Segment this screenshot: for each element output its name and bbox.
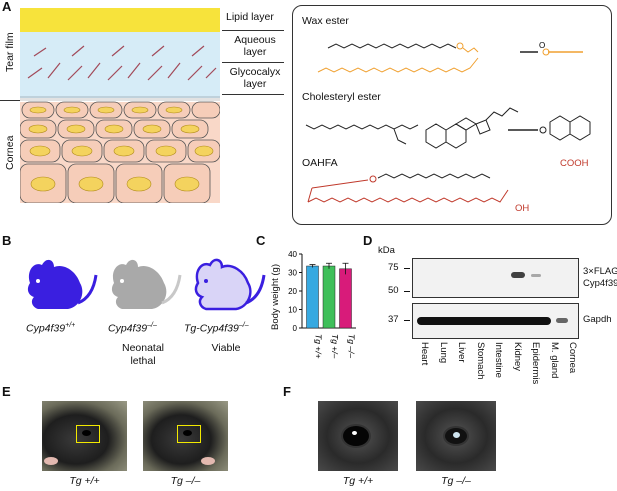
photo-f-label-2: Tg –/– (441, 475, 471, 487)
tissue-label: Cornea (567, 342, 578, 374)
mw-75: 75 (388, 262, 399, 273)
panel-label-b: B (2, 233, 12, 248)
x-tick-label: Tg +/– (330, 334, 340, 359)
tissue-label: Epidermis (530, 342, 541, 385)
bar-2 (339, 268, 352, 329)
eye-closeup-tg-wt (318, 401, 398, 471)
mouse-transgenic-icon (194, 258, 266, 311)
western-blot-gapdh (412, 303, 579, 339)
tear-film-label: Tear film (4, 32, 16, 72)
lipid-layer-band (20, 8, 220, 32)
oahfa-label: OAHFA (302, 157, 338, 169)
cholesteryl-ester-label: Cholesteryl ester (302, 91, 381, 103)
tear-film-diagram (20, 8, 220, 203)
bar-0 (306, 265, 319, 329)
oahfa-oh: OH (515, 203, 530, 214)
glycocalyx-label-1: Glycocalyx (229, 66, 281, 78)
panel-label-a: A (2, 0, 12, 14)
band-flag-label-2: Cyp4f39 (583, 278, 617, 289)
mouse-knockout-icon (111, 259, 182, 309)
panel-label-d: D (363, 233, 373, 248)
y-tick-label: 40 (288, 250, 297, 259)
tissue-label: M. gland (548, 342, 560, 379)
photo-f-label-1: Tg +/+ (342, 475, 374, 487)
lipid-layer-label: Lipid layer (226, 11, 274, 23)
kda-label: kDa (378, 245, 395, 256)
cornea-label: Cornea (4, 135, 16, 170)
panel-label-f: F (283, 384, 291, 399)
oahfa-structure (307, 173, 509, 203)
y-tick-label: 0 (293, 324, 298, 333)
y-tick-label: 10 (288, 306, 297, 315)
bar-1 (322, 265, 336, 329)
mouse-wild-type-icon (27, 259, 98, 309)
x-tick-label: Tg +/+ (314, 334, 324, 359)
tissue-label: Heart (419, 342, 430, 366)
ko-note-2: lethal (130, 355, 156, 367)
tissue-label: Intestine (493, 342, 504, 378)
x-tick-label: Tg –/– (347, 334, 357, 358)
photo-e-label-1: Tg +/+ (69, 475, 100, 487)
body-weight-chart: 0 10 20 30 40 Tg +/+ Tg +/– Tg –/– (288, 250, 357, 359)
glycocalyx-label-2: layer (243, 78, 267, 90)
panel-label-c: C (256, 233, 266, 248)
tissue-label: Kidney (511, 342, 523, 372)
aqueous-layer-label-2: layer (243, 46, 267, 58)
eye-photo-tg-ko (143, 401, 228, 471)
eye-closeup-tg-ko (416, 401, 496, 471)
wax-ester-label: Wax ester (302, 15, 349, 27)
ko-note-1: Neonatal (121, 342, 165, 354)
mw-50: 50 (388, 285, 399, 296)
tg-note: Viable (211, 342, 241, 354)
photo-e-label-2: Tg –/– (170, 475, 201, 487)
svg-text:O: O (539, 41, 545, 50)
western-blot-flag (412, 258, 579, 298)
genotype-wt-label: Cyp4f39+/+ (26, 322, 76, 335)
lipid-structures-box (292, 5, 612, 225)
band-flag-label-1: 3×FLAG- (583, 266, 617, 277)
band-gapdh-label: Gapdh (583, 314, 612, 325)
wax-ester-structure: O (317, 41, 583, 73)
tissue-label: Stomach (474, 342, 486, 380)
oahfa-cooh: COOH (560, 158, 589, 169)
tissue-label: Lung (437, 342, 449, 364)
y-tick-label: 30 (288, 269, 297, 278)
eye-photo-tg-wt (42, 401, 127, 471)
cholesteryl-ester-structure (305, 107, 591, 149)
aqueous-layer-label-1: Aqueous (234, 34, 276, 46)
mw-37: 37 (388, 314, 399, 325)
mucin-molecules (27, 45, 217, 81)
tissue-label: Liver (456, 342, 467, 363)
genotype-ko-label: Cyp4f39–/– (108, 322, 157, 335)
cell-nuclei (28, 106, 214, 192)
aqueous-layer-band (20, 32, 220, 98)
panel-label-e: E (2, 384, 11, 399)
y-tick-label: 20 (288, 287, 297, 296)
genotype-tg-label: Tg-Cyp4f39–/– (184, 322, 249, 335)
